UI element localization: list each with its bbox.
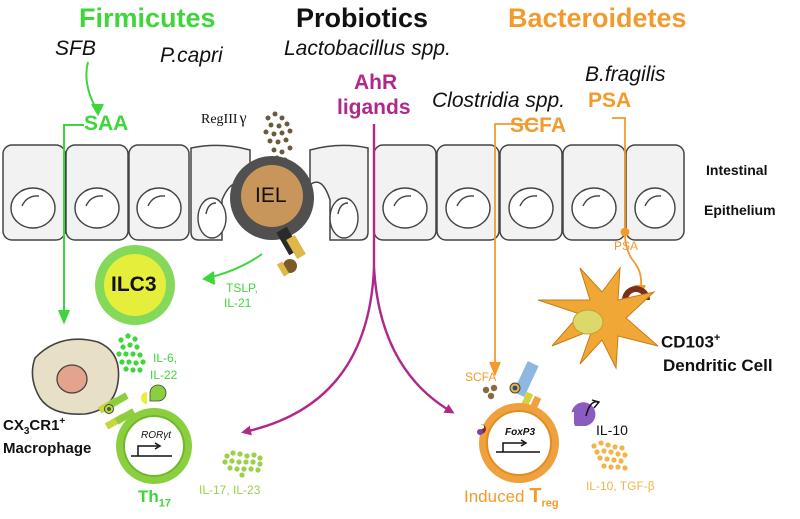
scfa-granules bbox=[482, 384, 498, 400]
macrophage-label-line1: CX3CR1+ bbox=[3, 417, 65, 437]
il6-label-line2: IL-22 bbox=[150, 368, 178, 382]
rorgt-label: RORγt bbox=[141, 430, 171, 441]
macrophage-cx: CX bbox=[3, 417, 24, 434]
species-lactobacillus: Lactobacillus spp. bbox=[284, 37, 451, 60]
species-clostridia: Clostridia spp. bbox=[432, 89, 566, 112]
epithelial-nuclei bbox=[10, 187, 676, 239]
iel-label: IEL bbox=[255, 184, 287, 207]
foxp3-label: FoxP3 bbox=[505, 427, 536, 438]
th17-sub: 17 bbox=[158, 497, 172, 510]
treg-base: T bbox=[529, 485, 542, 507]
species-sfb: SFB bbox=[55, 37, 96, 60]
macrophage-sub: 3 bbox=[23, 426, 30, 437]
firmicutes-arrows bbox=[58, 61, 263, 325]
il17-label: IL-17, IL-23 bbox=[199, 483, 261, 497]
firmicutes-header: Firmicutes bbox=[79, 3, 216, 33]
ahr-label-line1: AhR bbox=[354, 71, 398, 94]
macrophage-sup: + bbox=[59, 416, 66, 427]
psa-label: PSA bbox=[588, 89, 632, 112]
species-pcapri: P.capri bbox=[160, 44, 223, 67]
bacteroidetes-arrows bbox=[489, 117, 646, 377]
il6-granules bbox=[116, 333, 146, 373]
il10-receptor bbox=[568, 399, 601, 426]
reg3-prefix: RegIII bbox=[201, 112, 238, 127]
probiotics-header: Probiotics bbox=[296, 3, 429, 33]
ahr-arrows bbox=[241, 124, 455, 436]
ilc3-cell bbox=[95, 245, 175, 325]
epithelium-label-line2: Epithelium bbox=[704, 202, 776, 218]
tslp-label-line2: IL-21 bbox=[224, 296, 252, 310]
dendritic-cell bbox=[537, 266, 659, 370]
treg-label: Induced Treg bbox=[464, 486, 559, 509]
il6-label-line1: IL-6, bbox=[153, 351, 178, 365]
macrophage-label-line2: Macrophage bbox=[3, 440, 92, 457]
macrophage-cell bbox=[31, 338, 120, 415]
dendritic-cd: CD103 bbox=[661, 332, 714, 352]
treg-prefix: Induced bbox=[464, 487, 530, 506]
ilc3-label: ILC3 bbox=[111, 273, 157, 296]
iel-cell bbox=[230, 156, 314, 277]
th17-label: Th17 bbox=[138, 488, 171, 509]
scfa-small-label: SCFA bbox=[465, 370, 497, 384]
epithelium-label-line1: Intestinal bbox=[706, 162, 768, 178]
dendritic-label-line2: Dendritic Cell bbox=[663, 356, 773, 375]
il17-granules bbox=[222, 450, 263, 478]
il10-tgf-granules bbox=[591, 440, 628, 471]
il10-tgf-label: IL-10, TGF-β bbox=[586, 479, 655, 493]
scfa-label: SCFA bbox=[510, 114, 567, 137]
th17-cell bbox=[116, 408, 192, 484]
th17-base: Th bbox=[138, 487, 159, 506]
bacteroidetes-header: Bacteroidetes bbox=[508, 3, 687, 33]
reg3-granules bbox=[263, 111, 293, 163]
ahr-label-line2: ligands bbox=[337, 96, 411, 119]
treg-cell bbox=[477, 403, 559, 483]
dendritic-label-line1: CD103+ bbox=[661, 333, 720, 351]
species-bfragilis: B.fragilis bbox=[585, 63, 666, 86]
il10-small-label: IL-10 bbox=[596, 422, 628, 438]
saa-label: SAA bbox=[84, 112, 129, 135]
tslp-label-line1: TSLP, bbox=[226, 281, 258, 295]
dendritic-sup: + bbox=[713, 332, 721, 344]
treg-sub: reg bbox=[541, 497, 559, 510]
macrophage-th17-contact bbox=[97, 384, 167, 430]
reg3-greek: γ bbox=[239, 110, 247, 127]
psa-small-label: PSA bbox=[614, 239, 639, 253]
macrophage-cr: CR1 bbox=[29, 417, 60, 434]
